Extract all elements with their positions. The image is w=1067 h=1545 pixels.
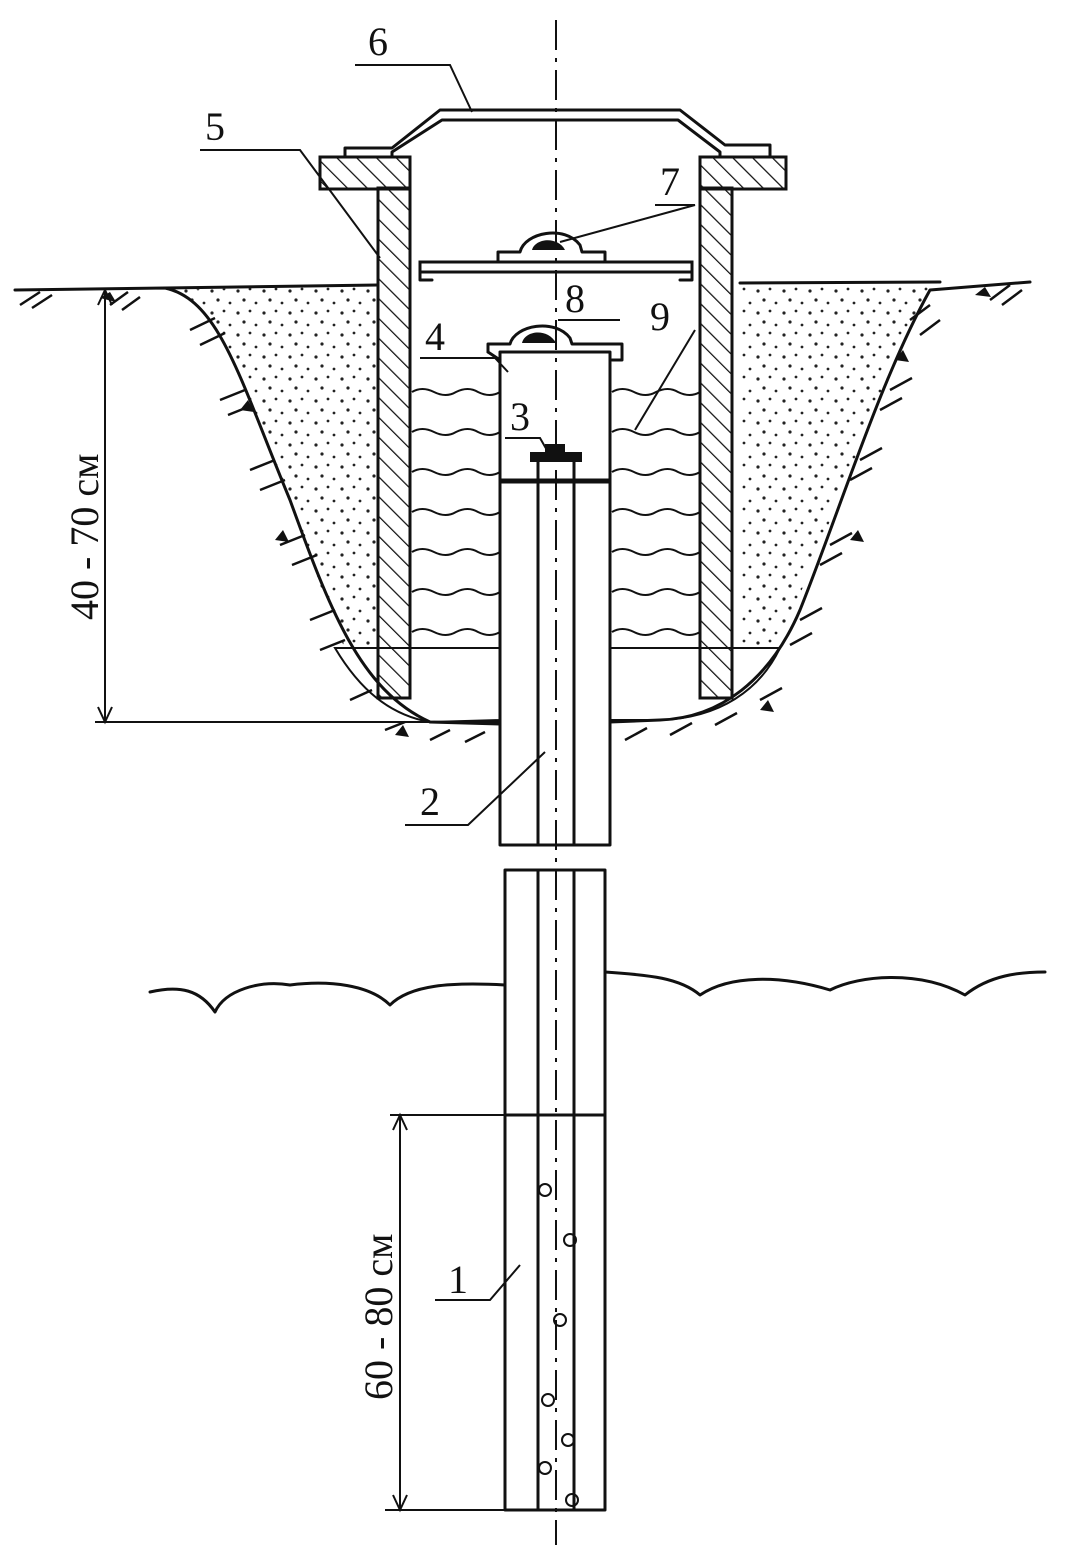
groundwater-line bbox=[148, 970, 1047, 1014]
leader-lines bbox=[200, 64, 696, 1301]
label-5: 5 bbox=[205, 104, 225, 149]
label-9: 9 bbox=[650, 294, 670, 339]
label-3: 3 bbox=[510, 394, 530, 439]
sand-backfill bbox=[165, 285, 940, 648]
dimension-lower-label: 60 - 80 см bbox=[356, 1234, 401, 1400]
label-4: 4 bbox=[425, 314, 445, 359]
label-7: 7 bbox=[660, 159, 680, 204]
label-6: 6 bbox=[368, 19, 388, 64]
well-lid bbox=[343, 108, 772, 159]
dimension-lines bbox=[95, 287, 505, 1513]
dimension-upper-label: 40 - 70 см bbox=[62, 454, 107, 620]
label-1: 1 bbox=[448, 1257, 468, 1302]
water-layers bbox=[411, 388, 701, 649]
concrete-ring-walls bbox=[318, 155, 788, 700]
label-8: 8 bbox=[565, 276, 585, 321]
label-2: 2 bbox=[420, 779, 440, 824]
